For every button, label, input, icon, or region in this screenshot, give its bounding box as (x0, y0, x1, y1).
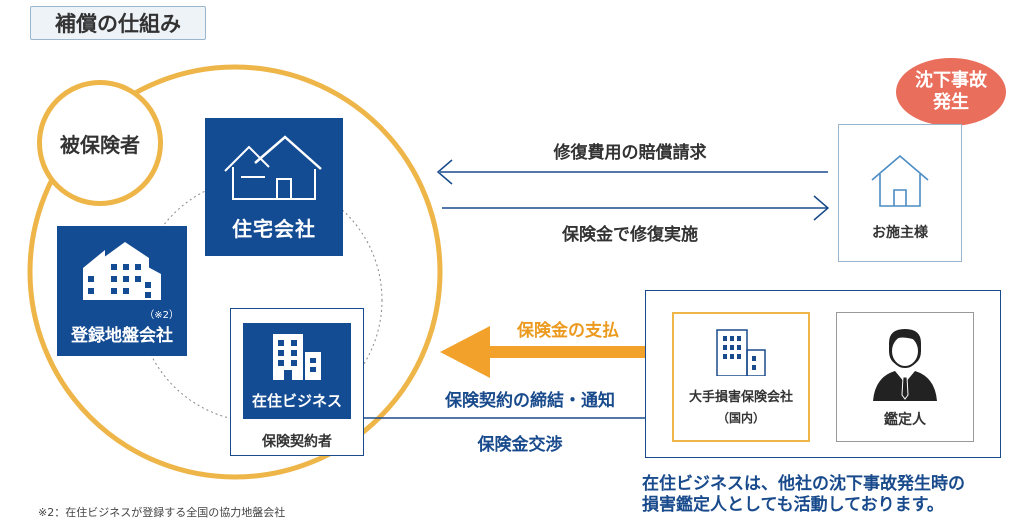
ground-company-label: 登録地盤会社 (71, 326, 173, 346)
insurer-card: 大手損害保険会社 （国内） (672, 312, 810, 442)
insurer-label-line1: 大手損害保険会社 (688, 390, 793, 405)
zaiju-label: 在住ビジネス (251, 392, 342, 410)
adjuster-label: 鑑定人 (884, 412, 926, 428)
bottom-note-line2: 損害鑑定人としても活動しております。 (642, 495, 944, 516)
homeowner-card: お施主様 (838, 124, 962, 262)
adjuster-person-icon (873, 329, 937, 401)
home-icon (871, 154, 929, 207)
insurer-label-line2: （国内） (716, 411, 765, 425)
negotiation-label: 保険金交渉 (477, 435, 563, 455)
repair-arrow-head (813, 195, 830, 221)
zaiju-box: 在住ビジネス (243, 323, 351, 419)
insured-circle (27, 64, 443, 480)
payment-arrow-shaft (482, 346, 668, 358)
housing-company-label: 住宅会社 (232, 217, 316, 241)
insured-label: 被保険者 (60, 132, 140, 157)
bottom-note: 在住ビジネスは、他社の沈下事故発生時の 損害鑑定人としても活動しております。 (642, 474, 1022, 517)
subsidence-line2: 発生 (933, 92, 969, 113)
homeowner-label: お施主様 (872, 225, 928, 241)
zaiju-card: 在住ビジネス 保険契約者 (230, 308, 364, 456)
housing-company-box: 住宅会社 (205, 118, 343, 256)
claim-arrow-head (436, 159, 453, 185)
subsidence-bubble: 沈下事故 発生 (896, 58, 1006, 126)
house-icon (224, 135, 322, 200)
page-title: 補償の仕組み (30, 6, 206, 40)
ground-company-box: （※2） 登録地盤会社 (57, 226, 187, 356)
contract-label: 保険契約の締結・通知 (445, 391, 615, 411)
office-building-icon (273, 334, 321, 380)
repair-by-insurance-label: 保険金で修復実施 (562, 225, 698, 245)
insured-badge: 被保険者 (37, 80, 163, 206)
building-icon (83, 242, 161, 300)
ground-company-note-mark: （※2） (144, 310, 179, 321)
subsidence-line1: 沈下事故 (915, 70, 987, 92)
payment-label: 保険金の支払 (517, 321, 619, 341)
policyholder-label: 保険契約者 (262, 434, 332, 450)
adjuster-card: 鑑定人 (836, 312, 974, 442)
footnote: ※2：在住ビジネスが登録する全国の協力地盤会社 (38, 506, 286, 519)
bottom-note-line1: 在住ビジネスは、他社の沈下事故発生時の (642, 474, 965, 494)
repair-claim-label: 修復費用の賠償請求 (553, 143, 707, 163)
payment-arrow-head (440, 326, 490, 378)
insurer-building-icon (716, 329, 766, 376)
